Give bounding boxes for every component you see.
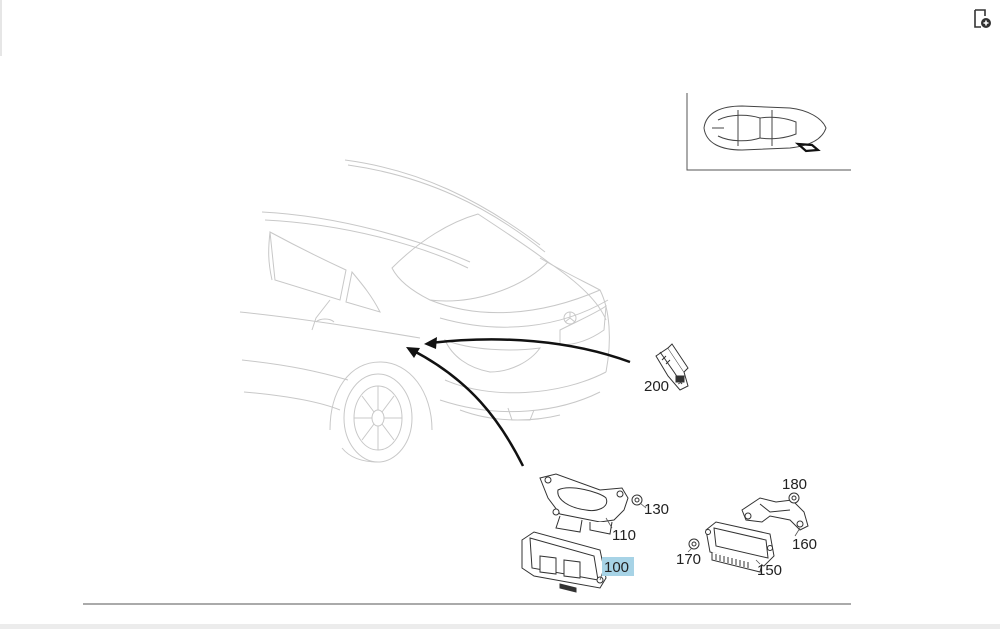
vehicle-rear-outline xyxy=(239,159,610,463)
part-100-control-unit[interactable] xyxy=(521,531,607,629)
highlight-part-100 xyxy=(602,557,634,576)
part-160-bracket[interactable] xyxy=(741,497,809,531)
vehicle-locator-inset xyxy=(686,93,851,171)
document-add-icon[interactable] xyxy=(968,6,994,32)
position-labels: 100 110 130 150 160 170 180 200 xyxy=(602,378,817,579)
part-150-module[interactable] xyxy=(705,521,775,573)
part-110-bracket[interactable] xyxy=(539,473,629,535)
label-part-130[interactable]: 130 xyxy=(644,501,669,518)
part-180-nut[interactable] xyxy=(788,492,800,504)
label-part-170[interactable]: 170 xyxy=(676,551,701,568)
label-part-110[interactable]: 110 xyxy=(612,527,636,544)
location-arrows xyxy=(406,337,631,467)
label-part-200[interactable]: 200 xyxy=(644,378,669,395)
left-edge-divider xyxy=(0,0,2,56)
part-170-nut[interactable] xyxy=(688,538,700,550)
part-130-nut[interactable] xyxy=(631,494,643,506)
label-part-180[interactable]: 180 xyxy=(782,476,807,493)
bottom-scroll-strip xyxy=(0,624,1000,629)
leader-lines xyxy=(599,381,801,581)
part-200-module[interactable] xyxy=(655,343,689,391)
label-part-160[interactable]: 160 xyxy=(792,536,817,553)
label-part-150[interactable]: 150 xyxy=(757,562,782,579)
label-part-100[interactable]: 100 xyxy=(604,559,629,576)
